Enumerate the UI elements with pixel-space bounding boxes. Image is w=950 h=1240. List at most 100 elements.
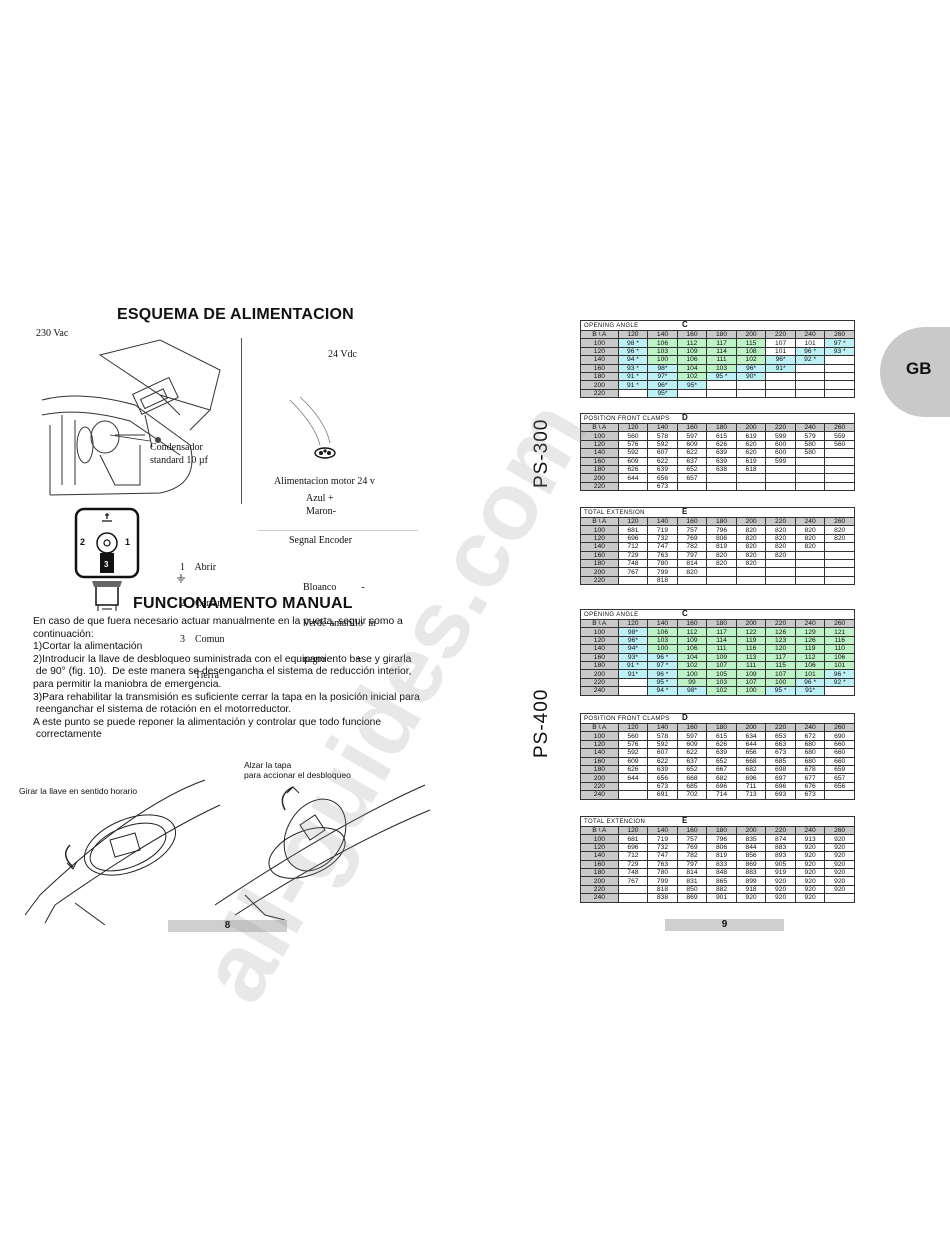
- table-cell: 893: [765, 851, 796, 861]
- table-cell: [617, 686, 649, 696]
- table-cell: 920: [765, 893, 796, 903]
- table-cell: 920: [765, 876, 796, 886]
- table-header-cell: 120: [617, 516, 649, 527]
- table-cell: 656: [735, 748, 767, 758]
- table-row-header: 220: [580, 677, 619, 688]
- table-cell: 820: [794, 525, 826, 535]
- table-cell: 639: [706, 748, 737, 758]
- table-cell: 856: [735, 851, 767, 861]
- table-cell: 599: [765, 456, 796, 466]
- table-cell: [824, 355, 855, 365]
- table-cell: 920: [824, 834, 855, 844]
- table-cell: 639: [647, 464, 678, 475]
- table-cell: [794, 575, 826, 586]
- table-cell: [794, 481, 826, 492]
- table-cell: 91 *: [617, 371, 649, 382]
- divider-line: [241, 338, 242, 504]
- table-header-cell: 240: [794, 516, 826, 527]
- motor-label: Alimentacion motor 24 v: [274, 476, 375, 487]
- table-header-cell: 240: [794, 722, 826, 733]
- table-cell: 780: [647, 558, 678, 569]
- table-title: TOTAL EXTENCION: [584, 819, 646, 825]
- table-cell: 106: [676, 355, 708, 365]
- table-cell: 104: [676, 363, 708, 373]
- table-cell: 114: [706, 346, 737, 357]
- table-cell: 92 *: [824, 677, 855, 688]
- table-cell: 96 *: [794, 677, 826, 688]
- table-cell: 796: [706, 525, 737, 535]
- table-cell: 920: [765, 884, 796, 895]
- table-row-header: 180: [580, 867, 619, 878]
- table-header-cell: 240: [794, 825, 826, 836]
- table-header-cell: 180: [706, 825, 737, 836]
- table-cell: 797: [676, 859, 708, 869]
- table-cell: 94 *: [617, 355, 649, 365]
- table-title: OPENING ANGLE: [584, 612, 639, 618]
- table-cell: 618: [735, 464, 767, 475]
- table-cell: 820: [765, 542, 796, 552]
- table-cell: 685: [765, 756, 796, 766]
- table-cell: [735, 575, 767, 586]
- table-cell: 599: [765, 431, 796, 441]
- table-cell: 913: [794, 834, 826, 844]
- table-cell: 592: [647, 739, 678, 750]
- table-header-cell: 200: [735, 422, 767, 433]
- encoder-wires: Bloanco - Verde-amarillo in negro +: [303, 582, 376, 665]
- table-row-header: 100: [580, 338, 619, 348]
- table-row-header: 240: [580, 686, 619, 696]
- table-row-header: 140: [580, 748, 619, 758]
- table-cell: 102: [735, 355, 767, 365]
- table-cell: 615: [706, 431, 737, 441]
- table-cell: 114: [706, 635, 737, 646]
- table-cell: 103: [706, 677, 737, 688]
- table-header-cell: 160: [676, 329, 708, 340]
- table-cell: 831: [676, 876, 708, 886]
- table-cell: 818: [647, 884, 678, 895]
- table-cell: 848: [706, 867, 737, 878]
- table-cell: 920: [794, 876, 826, 886]
- table-cell: 99: [676, 677, 708, 688]
- table-cell: 122: [735, 627, 767, 637]
- table-cell: 112: [794, 652, 826, 662]
- table-cell: 838: [647, 893, 678, 903]
- table-cell: 578: [647, 731, 678, 741]
- table-header-cell: 120: [617, 329, 649, 340]
- table-cell: 820: [735, 550, 767, 560]
- table-cell: 869: [735, 859, 767, 869]
- table-cell: 850: [676, 884, 708, 895]
- table-row-header: 220: [580, 575, 619, 586]
- table-cell: 820: [735, 525, 767, 535]
- table-header-cell: 120: [617, 618, 649, 629]
- table-cell: 105: [706, 669, 737, 679]
- table-cell: 818: [647, 575, 678, 586]
- table-cell: [824, 567, 855, 577]
- table-cell: 719: [647, 834, 678, 844]
- table-cell: 673: [647, 781, 678, 792]
- table-cell: 109: [735, 669, 767, 679]
- table-header-cell: 220: [765, 722, 796, 733]
- table-row-header: 160: [580, 859, 619, 869]
- motor-wires: Azul + Maron-: [306, 493, 336, 517]
- table-cell: 96 *: [647, 652, 678, 662]
- table-cell: 111: [706, 355, 737, 365]
- table-cell: 782: [676, 851, 708, 861]
- ground-icon: [102, 513, 112, 522]
- table-row-header: 160: [580, 550, 619, 560]
- table-cell: 668: [676, 773, 708, 783]
- table-cell: 103: [647, 635, 678, 646]
- table-cell: 597: [676, 431, 708, 441]
- table-header-cell: 200: [735, 329, 767, 340]
- table-cell: 91 *: [617, 380, 649, 390]
- table-row-header: 180: [580, 660, 619, 671]
- table-cell: 682: [735, 764, 767, 775]
